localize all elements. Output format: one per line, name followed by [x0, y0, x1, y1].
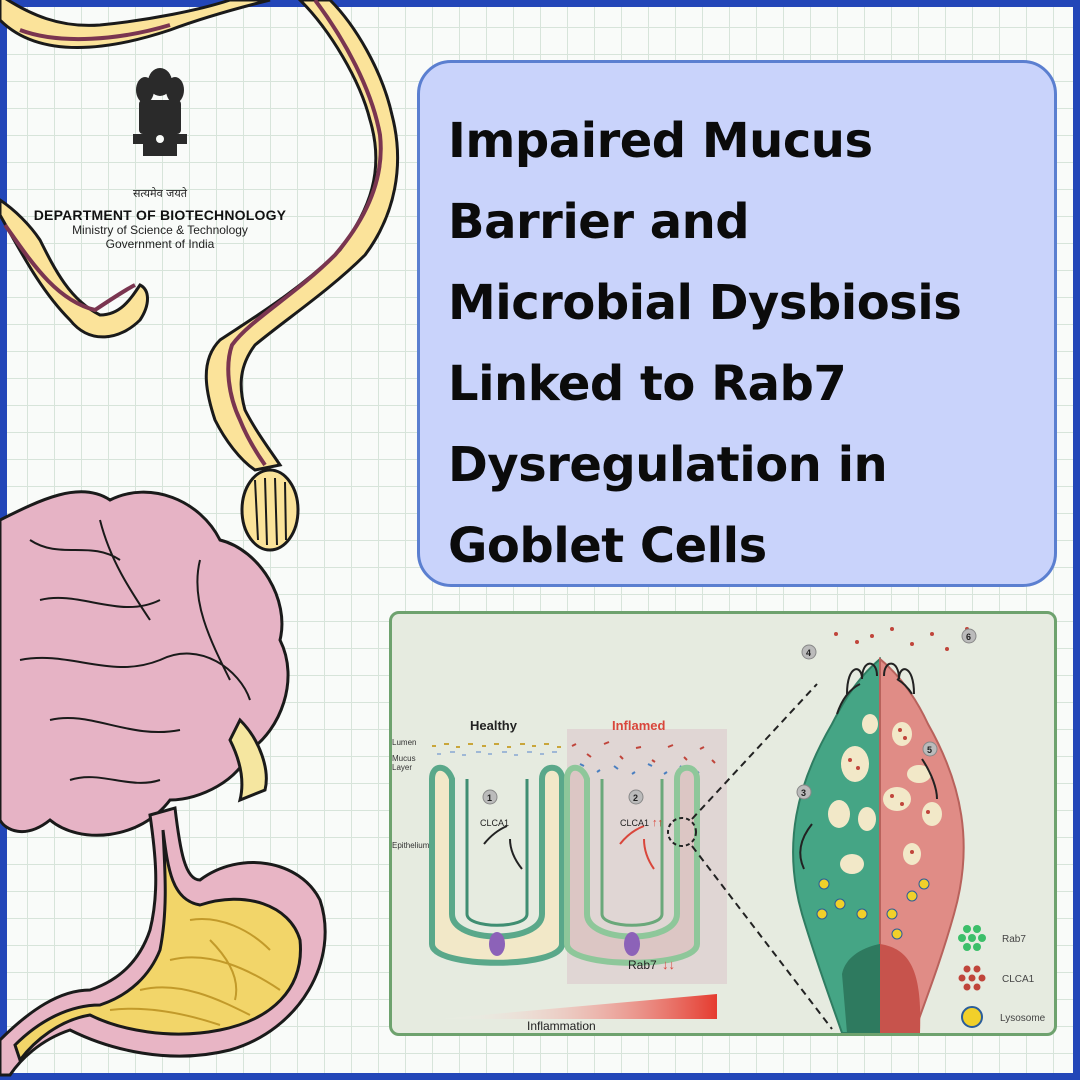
inflamed-label: Inflamed [612, 718, 666, 733]
step-6-badge [961, 628, 977, 644]
mucus-label: Mucus [392, 754, 416, 763]
layer-label: Layer [392, 763, 412, 772]
clca1-up-arrows: ↑↑ [652, 817, 663, 829]
step-1-badge [482, 789, 498, 805]
step-1-number: 1 [487, 793, 492, 803]
legend-rab7-marker [958, 925, 986, 951]
government-name: Government of India [105, 237, 215, 251]
mucus-layer [432, 741, 716, 775]
department-logo: सत्यमेव जयते DEPARTMENT OF BIOTECHNOLOGY… [10, 60, 310, 251]
clca1-healthy-label: CLCA1 [480, 818, 509, 828]
legend-lysosome-marker [961, 1006, 983, 1028]
title-line: Barrier and [448, 194, 750, 250]
step-5-number: 5 [927, 745, 932, 755]
epithelium-label: Epithelium [392, 841, 430, 850]
rab7-crypt-label: Rab7 [628, 958, 657, 972]
step-5-badge [922, 741, 938, 757]
title-line: Microbial Dysbiosis [448, 275, 962, 331]
small-intestine-illustration [0, 490, 290, 837]
step-2-badge [628, 789, 644, 805]
goblet-cell-diagram: Lumen Mucus Layer Epithelium Healthy Inf… [389, 611, 1057, 1036]
zoom-lines [691, 683, 833, 1030]
department-name: DEPARTMENT OF BIOTECHNOLOGY [33, 207, 287, 223]
step-2-number: 2 [633, 793, 638, 803]
diagram-legend: Rab7 CLCA1 Lysosome [958, 925, 1046, 1028]
clca1-inflamed-label: CLCA1 [620, 818, 649, 828]
step-3-badge [796, 784, 812, 800]
rab7-down-arrows: ↓↓ [662, 957, 675, 972]
diagram-canvas: Lumen Mucus Layer Epithelium Healthy Inf… [392, 627, 1046, 1033]
legend-rab7-label: Rab7 [1002, 934, 1026, 945]
legend-lysosome-label: Lysosome [1000, 1013, 1046, 1024]
arrow-icon [509, 838, 523, 870]
inflamed-crypt [564, 764, 700, 966]
colon-illustration [0, 0, 400, 552]
inflammation-label: Inflammation [527, 1019, 596, 1033]
step-3-number: 3 [801, 788, 806, 798]
goblet-cell [792, 627, 969, 1033]
legend-clca1-label: CLCA1 [1002, 974, 1035, 985]
arrow-icon [619, 825, 645, 845]
page-title: Impaired Mucus Barrier and Microbial Dys… [448, 101, 1034, 587]
step-6-number: 6 [966, 632, 971, 642]
title-line: Linked to Rab7 [448, 356, 847, 412]
title-line: Goblet Cells [448, 518, 767, 574]
title-card: Impaired Mucus Barrier and Microbial Dys… [417, 60, 1057, 587]
ministry-name: Ministry of Science & Technology [72, 223, 248, 237]
healthy-crypt [429, 764, 565, 966]
step-4-badge [801, 644, 817, 660]
healthy-label: Healthy [470, 718, 518, 733]
arrow-icon [643, 838, 655, 870]
stomach-illustration [0, 806, 327, 1077]
emblem-motto: सत्यमेव जयते [132, 187, 187, 200]
step-4-number: 4 [806, 648, 811, 658]
inflammation-gradient [437, 994, 717, 1019]
title-line: Impaired Mucus [448, 113, 873, 169]
legend-clca1-marker [958, 965, 986, 991]
arrow-icon [483, 825, 508, 845]
title-line: Dysregulation in [448, 437, 888, 493]
national-emblem-icon [133, 68, 187, 156]
lumen-label: Lumen [392, 738, 416, 747]
